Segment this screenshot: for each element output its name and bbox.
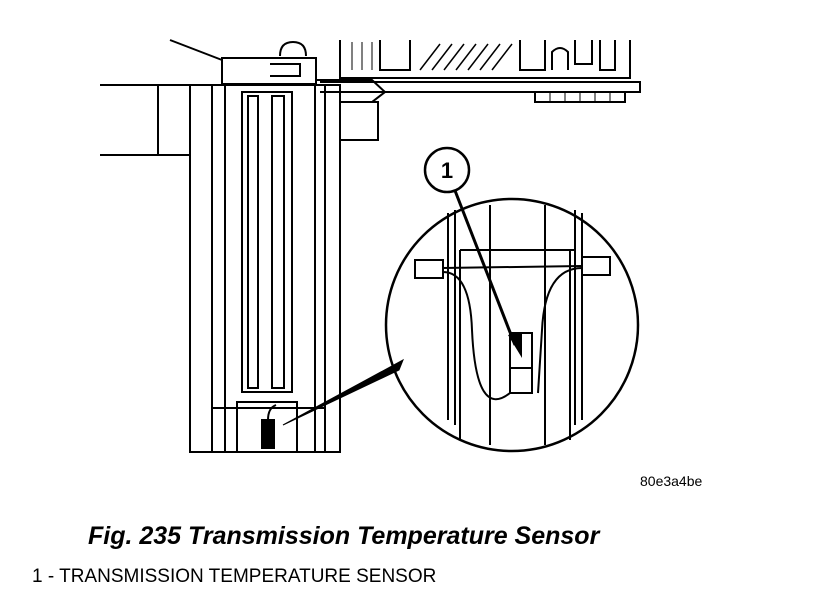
detail-magnifier: [384, 197, 640, 453]
wiring-harness: [100, 84, 190, 156]
transmission-housing: [169, 39, 641, 103]
figure-caption: Fig. 235 Transmission Temperature Sensor: [88, 522, 600, 550]
callout-1: 1: [423, 146, 471, 194]
callout-number: 1: [441, 158, 453, 183]
detail-pointer: [282, 358, 404, 426]
callout-leader: [452, 187, 522, 358]
valve-body: [189, 84, 341, 453]
sensor-bracket: [221, 57, 387, 141]
image-code: 80e3a4be: [640, 473, 703, 489]
legend-item: 1 - TRANSMISSION TEMPERATURE SENSOR: [32, 566, 437, 587]
transmission-sensor-diagram: 1: [100, 39, 641, 453]
